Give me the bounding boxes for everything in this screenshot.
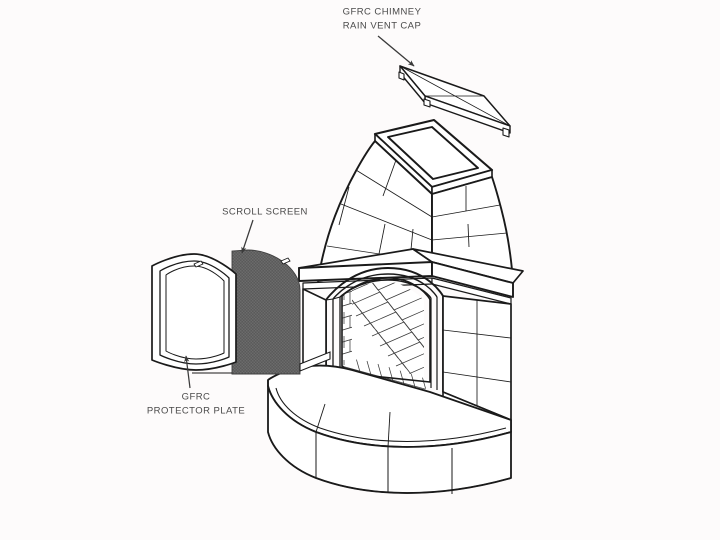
part-chimney-flue-top: [373, 118, 494, 195]
hearth-bottom-edge: [267, 431, 512, 494]
mantel-fascia-right: [431, 261, 514, 298]
callout-leaders: [184, 35, 415, 389]
leader-protector-plate: [184, 355, 191, 389]
protector-plate-tab: [193, 260, 204, 268]
part-gfrc-protector-plate: [151, 253, 237, 371]
callout-chimney-cap-line1: GFRC CHIMNEY: [343, 7, 422, 18]
hearth-ledge-scribe: [275, 387, 507, 443]
scroll-screen-outline: [231, 249, 301, 375]
callout-chimney-cap-line2: RAIN VENT CAP: [343, 21, 422, 32]
arch-band-outer: [325, 267, 444, 301]
part-chimney-rain-vent-cap: [398, 65, 511, 138]
flue-opening: [387, 126, 479, 180]
protector-plate-inner-frame: [159, 260, 230, 365]
leader-chimney-cap: [377, 35, 415, 67]
arch-band-mid: [332, 273, 438, 300]
body-right-joints: [442, 300, 512, 406]
scroll-screen-rail: [299, 351, 331, 372]
vent-cap-foot-mid: [423, 98, 431, 108]
callout-protector-plate-line1: GFRC: [182, 392, 211, 403]
scroll-screen-mesh: [232, 250, 300, 374]
part-mantel-shelf: [298, 248, 524, 305]
chimney-right-joints: [465, 186, 470, 248]
vent-cap-foot-left: [398, 71, 405, 81]
callout-scroll-screen-line1: SCROLL SCREEN: [222, 207, 308, 218]
protector-plate-reveal: [165, 265, 225, 360]
arch-band-inner: [339, 279, 432, 299]
scroll-screen-handle: [280, 257, 291, 265]
vent-cap-foot-right: [502, 127, 510, 138]
part-firebox: [325, 267, 444, 392]
hearth-fascia-joints: [315, 432, 453, 494]
callout-labels: GFRC CHIMNEY RAIN VENT CAP SCROLL SCREEN…: [147, 7, 422, 417]
part-scroll-screen: [192, 249, 331, 375]
hearth-top-joints: [315, 403, 391, 448]
arch-reveal-ticks: [325, 296, 341, 301]
leader-scroll-screen: [241, 219, 254, 254]
callout-protector-plate-line2: PROTECTOR PLATE: [147, 406, 245, 417]
